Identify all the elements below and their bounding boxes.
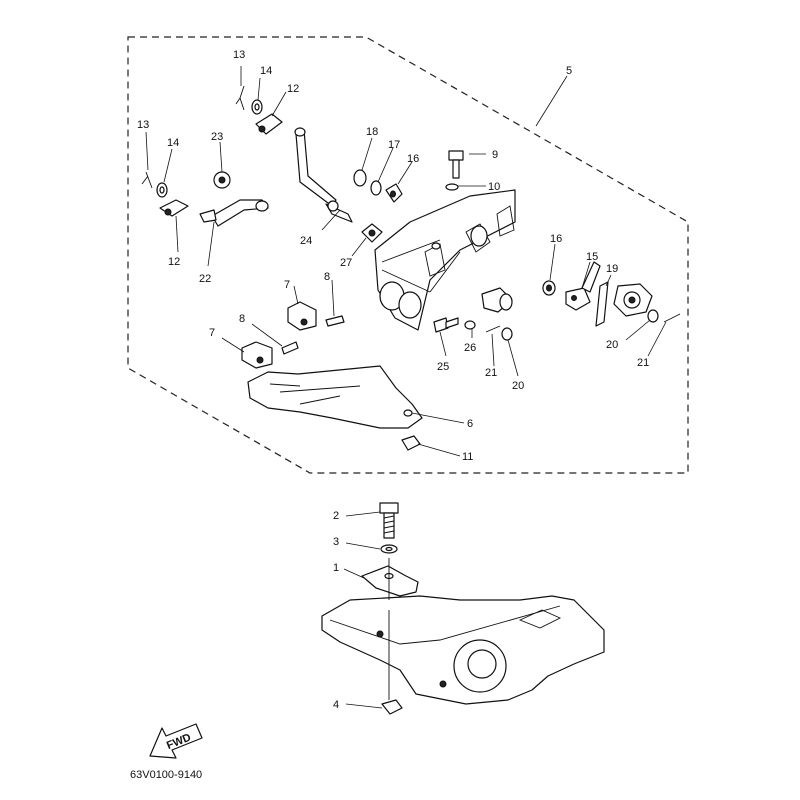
oring-17	[370, 180, 382, 196]
nut-4	[381, 699, 403, 715]
bottom-cowling-housing	[374, 189, 516, 331]
callout-26: 26	[464, 342, 476, 354]
bolt-25	[433, 317, 459, 333]
cotter-pin-13-upper	[235, 85, 245, 111]
cotter-pin-13-left	[141, 171, 153, 189]
washer-14-left	[156, 182, 168, 198]
bell-crank-22	[199, 199, 269, 227]
callout-17: 17	[388, 139, 400, 151]
clamp-7-lower	[241, 341, 273, 369]
pin-21-lower	[485, 325, 501, 333]
joint-12-left	[159, 199, 189, 217]
pin-8-lower	[281, 341, 299, 355]
callout-7-upper: 7	[284, 279, 290, 291]
callout-4: 4	[333, 699, 339, 711]
leader-lines	[145, 66, 667, 709]
washer-18	[353, 169, 367, 187]
nut-11	[401, 435, 421, 451]
callout-5: 5	[566, 65, 572, 77]
callout-8-lower: 8	[239, 313, 245, 325]
bolt-2	[379, 502, 399, 539]
washer-20-right	[647, 309, 659, 323]
callout-21-right: 21	[637, 357, 649, 369]
callout-10: 10	[488, 181, 500, 193]
bracket-1	[361, 565, 419, 597]
callout-18: 18	[366, 126, 378, 138]
callout-7-lower: 7	[209, 327, 215, 339]
callout-12-upper: 12	[287, 83, 299, 95]
callout-11: 11	[462, 451, 473, 463]
link-rod-24	[294, 127, 353, 223]
washer-14-upper	[251, 99, 263, 115]
callout-13-left: 13	[137, 119, 149, 131]
arm-19	[595, 281, 653, 327]
callout-20-lower: 20	[512, 380, 524, 392]
callout-14-upper: 14	[260, 65, 272, 77]
bolt-9	[448, 150, 464, 179]
callout-23: 23	[211, 131, 223, 143]
callout-13-upper: 13	[233, 49, 245, 61]
pin-21-right	[663, 313, 681, 323]
callout-22: 22	[199, 273, 211, 285]
callout-9: 9	[492, 149, 498, 161]
callout-21-lower: 21	[485, 367, 497, 379]
callout-2: 2	[333, 510, 339, 522]
washer-3	[380, 544, 398, 554]
callout-14-left: 14	[167, 137, 179, 149]
callout-24: 24	[300, 235, 312, 247]
pin-8-upper	[325, 315, 345, 327]
callout-20-right: 20	[606, 339, 618, 351]
callout-1: 1	[333, 562, 339, 574]
bracket-plate-6	[247, 365, 423, 429]
washer-10	[445, 183, 459, 191]
joint-12-upper	[255, 113, 283, 135]
lever-15	[565, 261, 601, 311]
bushing-16-upper	[385, 183, 403, 203]
clamp-7-upper	[287, 301, 317, 331]
callout-15: 15	[586, 251, 598, 263]
fwd-arrow-icon: FWD	[149, 723, 203, 759]
callout-3: 3	[333, 536, 339, 548]
callout-6: 6	[467, 418, 473, 430]
callout-16-right: 16	[550, 233, 562, 245]
callout-27: 27	[340, 257, 352, 269]
bushing-27	[361, 223, 383, 243]
collar-26	[464, 287, 513, 330]
callout-25: 25	[437, 361, 449, 373]
diagram-code: 63V0100-9140	[130, 769, 202, 781]
callout-12-left: 12	[168, 256, 180, 268]
collar-23	[213, 171, 231, 189]
bushing-16-right	[542, 280, 556, 296]
swivel-bracket	[321, 595, 605, 705]
washer-20-lower	[501, 327, 513, 341]
callout-19: 19	[606, 263, 618, 275]
callout-8-upper: 8	[324, 271, 330, 283]
callout-16-upper: 16	[407, 153, 419, 165]
